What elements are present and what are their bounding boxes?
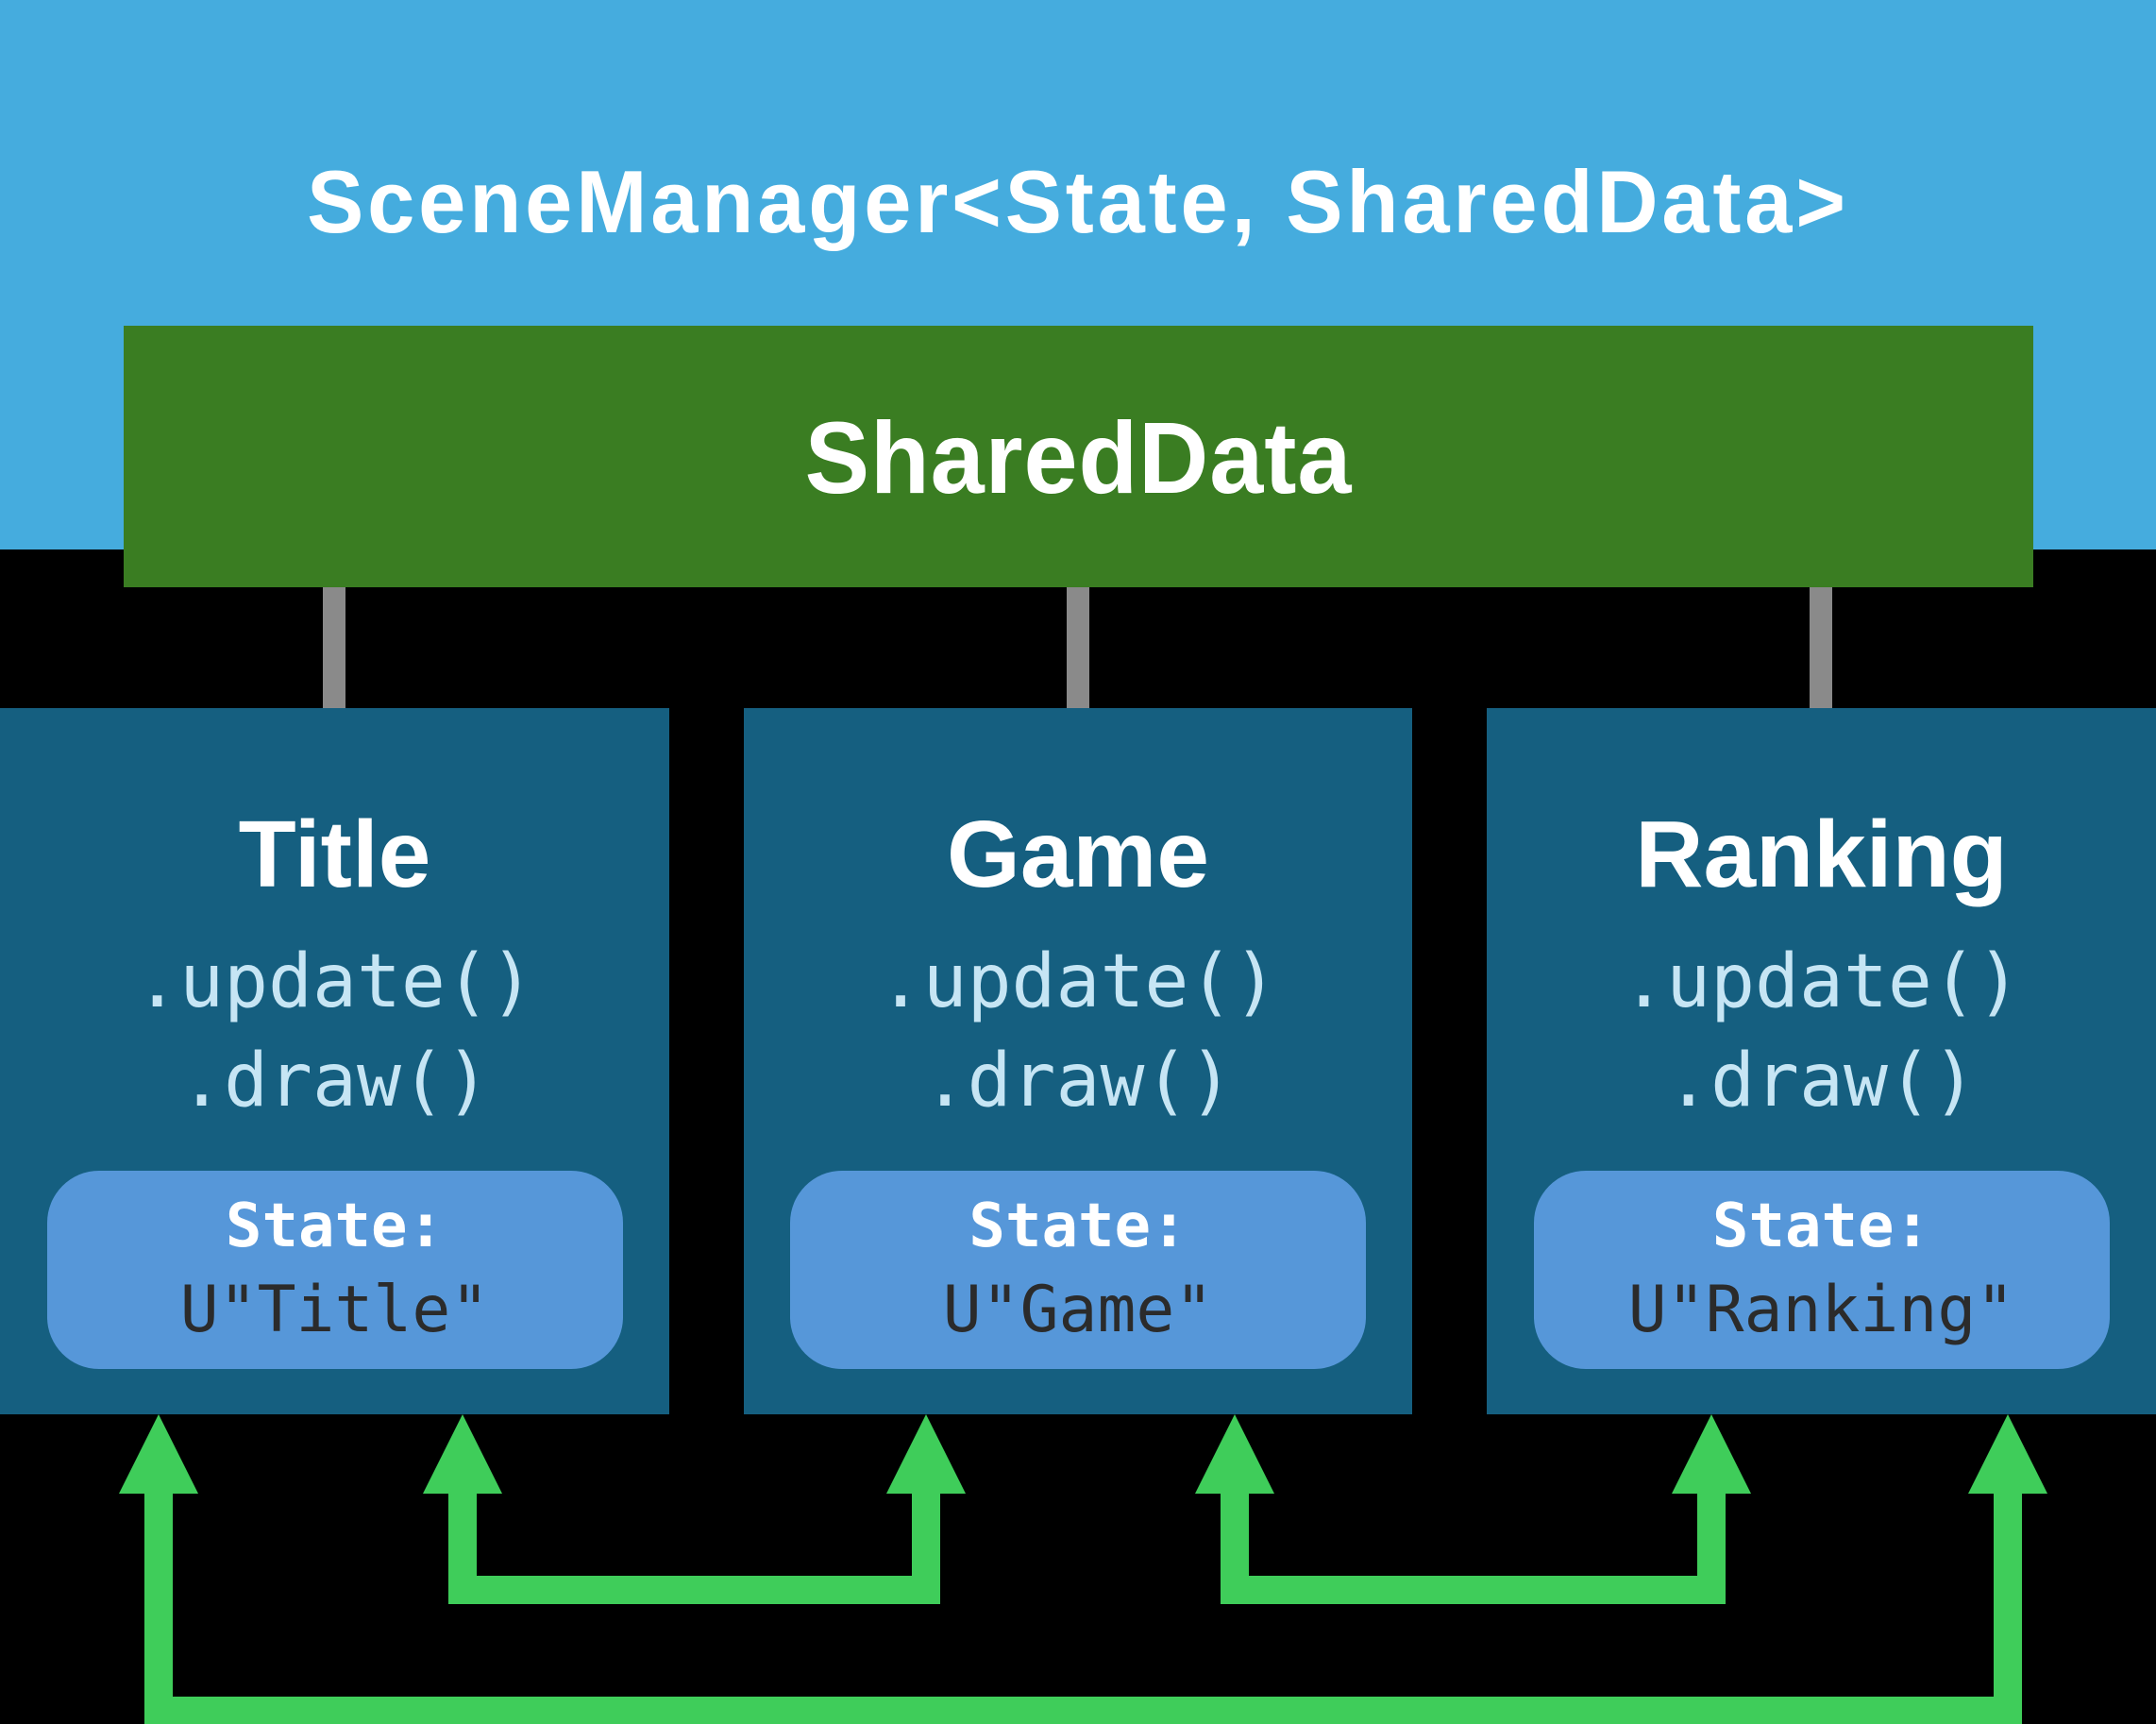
arrow-crossbar [1221,1576,1726,1604]
arrow-shaft [912,1488,940,1604]
arrowhead-into-ranking-icon [1968,1414,2047,1494]
scene-heading: Game [947,802,1209,907]
scene-box-ranking: Ranking .update() .draw() State: U"Ranki… [1487,708,2156,1414]
draw-method-text: .draw() [1666,1039,1977,1124]
scene-box-title: Title .update() .draw() State: U"Title" [0,708,669,1414]
shared-data-label: SharedData [804,400,1353,515]
state-label: State: [1711,1192,1931,1261]
state-pill: State: U"Ranking" [1533,1171,2110,1369]
arrow-bottom-bar [144,1697,2022,1724]
state-value: U"Game" [942,1273,1214,1347]
arrowhead-into-ranking-icon [1672,1414,1751,1494]
scene-box-game: Game .update() .draw() State: U"Game" [744,708,1412,1414]
update-method-text: .update() [878,939,1278,1024]
draw-method-text: .draw() [922,1039,1234,1124]
update-method-text: .update() [1622,939,2021,1024]
arrow-shaft [1697,1488,1726,1604]
arrowhead-into-title-icon [423,1414,502,1494]
update-method-text: .update() [135,939,534,1024]
arrowhead-into-game-icon [1195,1414,1274,1494]
connector-line-title [323,587,345,708]
scene-heading: Ranking [1635,802,2008,907]
scene-heading: Title [238,802,431,907]
diagram-title: SceneManager<State, SharedData> [307,152,1849,251]
state-pill: State: U"Game" [790,1171,1366,1369]
state-label: State: [969,1192,1187,1261]
state-value: U"Ranking" [1627,1273,2015,1347]
draw-method-text: .draw() [179,1039,490,1124]
state-pill: State: U"Title" [46,1171,623,1369]
shared-data-box: SharedData [124,326,2033,587]
arrow-shaft [144,1488,173,1724]
state-value: U"Title" [179,1273,490,1347]
arrow-shaft [1994,1488,2022,1724]
arrowhead-into-game-icon [886,1414,966,1494]
arrow-crossbar [448,1576,940,1604]
state-label: State: [225,1192,445,1261]
connector-line-ranking [1810,587,1832,708]
connector-line-game [1067,587,1089,708]
arrowhead-into-title-icon [119,1414,198,1494]
